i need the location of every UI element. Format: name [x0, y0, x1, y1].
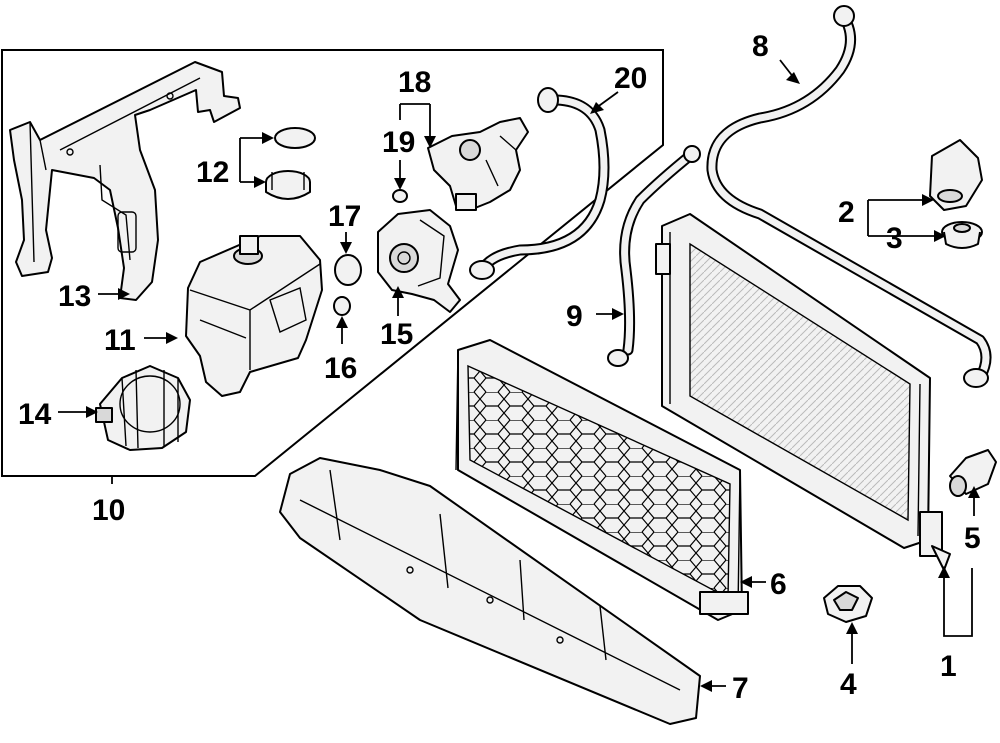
callout-19: 19 [382, 126, 415, 159]
callout-15: 15 [380, 318, 413, 351]
nut-4 [823, 585, 873, 623]
thermostat-housing-18 [427, 117, 529, 211]
callout-10: 10 [92, 494, 125, 527]
o-ring-19 [392, 189, 408, 203]
callout-3: 3 [886, 222, 903, 255]
callout-8: 8 [752, 30, 769, 63]
bushing-3 [941, 221, 983, 249]
water-pump-15 [377, 209, 461, 313]
reservoir-cap-12 [265, 127, 316, 200]
callout-5: 5 [964, 522, 981, 555]
callout-17: 17 [328, 200, 361, 233]
callout-12: 12 [196, 156, 229, 189]
callout-14: 14 [18, 398, 52, 431]
coolant-hose-20 [469, 87, 610, 280]
leader-lines [58, 59, 980, 692]
callout-6: 6 [770, 568, 787, 601]
coolant-reservoir-11 [185, 235, 323, 397]
bracket-isolator-2 [929, 139, 983, 211]
radiator-hose-8 [706, 5, 992, 388]
drain-plug-5 [949, 449, 997, 497]
callout-20: 20 [614, 62, 647, 95]
o-ring-17 [334, 254, 362, 286]
electric-pump-14 [95, 365, 191, 451]
callout-13: 13 [58, 280, 91, 313]
mounting-bracket-13 [9, 61, 241, 301]
radiator-1 [655, 213, 951, 571]
callout-1: 1 [940, 650, 957, 683]
shroud-grille-6 [455, 339, 749, 621]
callout-4: 4 [840, 668, 857, 701]
callout-2: 2 [838, 196, 855, 229]
callout-11: 11 [104, 324, 136, 357]
coolant-pipe-9 [607, 145, 701, 367]
callout-16: 16 [324, 352, 357, 385]
callout-18: 18 [398, 66, 431, 99]
callout-9: 9 [566, 300, 583, 333]
o-ring-16 [333, 296, 351, 316]
kit-10-boundary [1, 49, 664, 477]
air-deflector-7 [279, 457, 701, 725]
callout-7: 7 [732, 672, 749, 705]
